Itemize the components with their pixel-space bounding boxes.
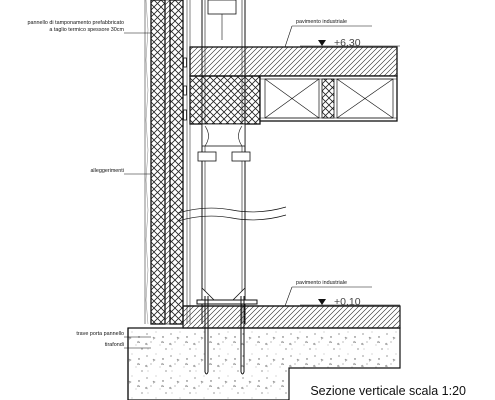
label-trave-porta-pannello: trave porta pannello bbox=[76, 331, 124, 337]
upper-floor-slab bbox=[189, 46, 398, 147]
ground-slab-foundation bbox=[127, 296, 401, 400]
level-marker-bottom bbox=[318, 299, 326, 305]
label-alleggerimenti: alleggerimenti bbox=[90, 168, 124, 174]
level-marker-top bbox=[318, 40, 326, 46]
level-value-top: +6.30 bbox=[334, 37, 361, 49]
drawing-title: Sezione verticale scala 1:20 bbox=[310, 384, 466, 398]
prefab-wall-panel bbox=[144, 0, 191, 325]
level-value-bottom: +0.10 bbox=[334, 296, 361, 308]
label-pannello-line2: a taglio termico spessore 30cm bbox=[49, 27, 124, 33]
label-pavimento-bottom: pavimento industriale bbox=[296, 280, 347, 286]
label-tirafondi: tirafondi bbox=[105, 342, 124, 348]
label-pannello-line1: pannello di tamponamento prefabbricato bbox=[28, 20, 125, 26]
label-pavimento-top: pavimento industriale bbox=[296, 19, 347, 25]
leader-lines bbox=[124, 25, 400, 349]
